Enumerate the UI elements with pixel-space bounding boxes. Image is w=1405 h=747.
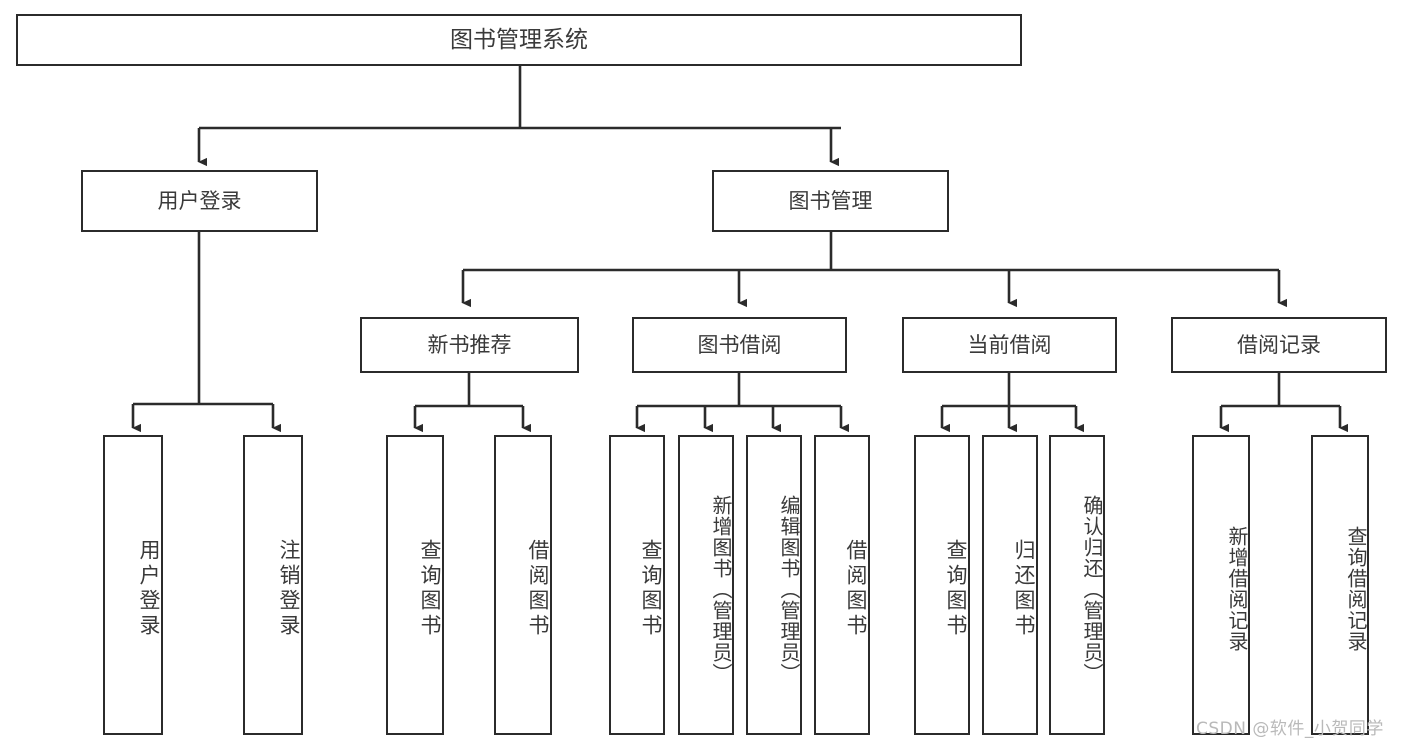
leaf-return-book[interactable]: 归还图书	[982, 435, 1038, 735]
node-user-login[interactable]: 用户登录	[81, 170, 318, 232]
node-new-book-recommend[interactable]: 新书推荐	[360, 317, 579, 373]
node-book-borrow[interactable]: 图书借阅	[632, 317, 847, 373]
leaf-edit-book-admin[interactable]: 编辑图书（管理员）	[746, 435, 802, 735]
leaf-query-book[interactable]: 查询图书	[609, 435, 665, 735]
node-book-management[interactable]: 图书管理	[712, 170, 949, 232]
leaf-logout[interactable]: 注销登录	[243, 435, 303, 735]
leaf-user-login[interactable]: 用户登录	[103, 435, 163, 735]
leaf-add-borrow-record[interactable]: 新增借阅记录	[1192, 435, 1250, 735]
node-current-borrow[interactable]: 当前借阅	[902, 317, 1117, 373]
leaf-borrow-book-recommend[interactable]: 借阅图书	[494, 435, 552, 735]
leaf-confirm-return-admin[interactable]: 确认归还（管理员）	[1049, 435, 1105, 735]
leaf-borrow-book[interactable]: 借阅图书	[814, 435, 870, 735]
leaf-add-book-admin[interactable]: 新增图书（管理员）	[678, 435, 734, 735]
node-root-system[interactable]: 图书管理系统	[16, 14, 1022, 66]
leaf-query-book-current[interactable]: 查询图书	[914, 435, 970, 735]
leaf-query-borrow-record[interactable]: 查询借阅记录	[1311, 435, 1369, 735]
leaf-query-book-recommend[interactable]: 查询图书	[386, 435, 444, 735]
node-borrow-record[interactable]: 借阅记录	[1171, 317, 1387, 373]
watermark-csdn: CSDN @软件_小贺同学	[1196, 719, 1384, 739]
